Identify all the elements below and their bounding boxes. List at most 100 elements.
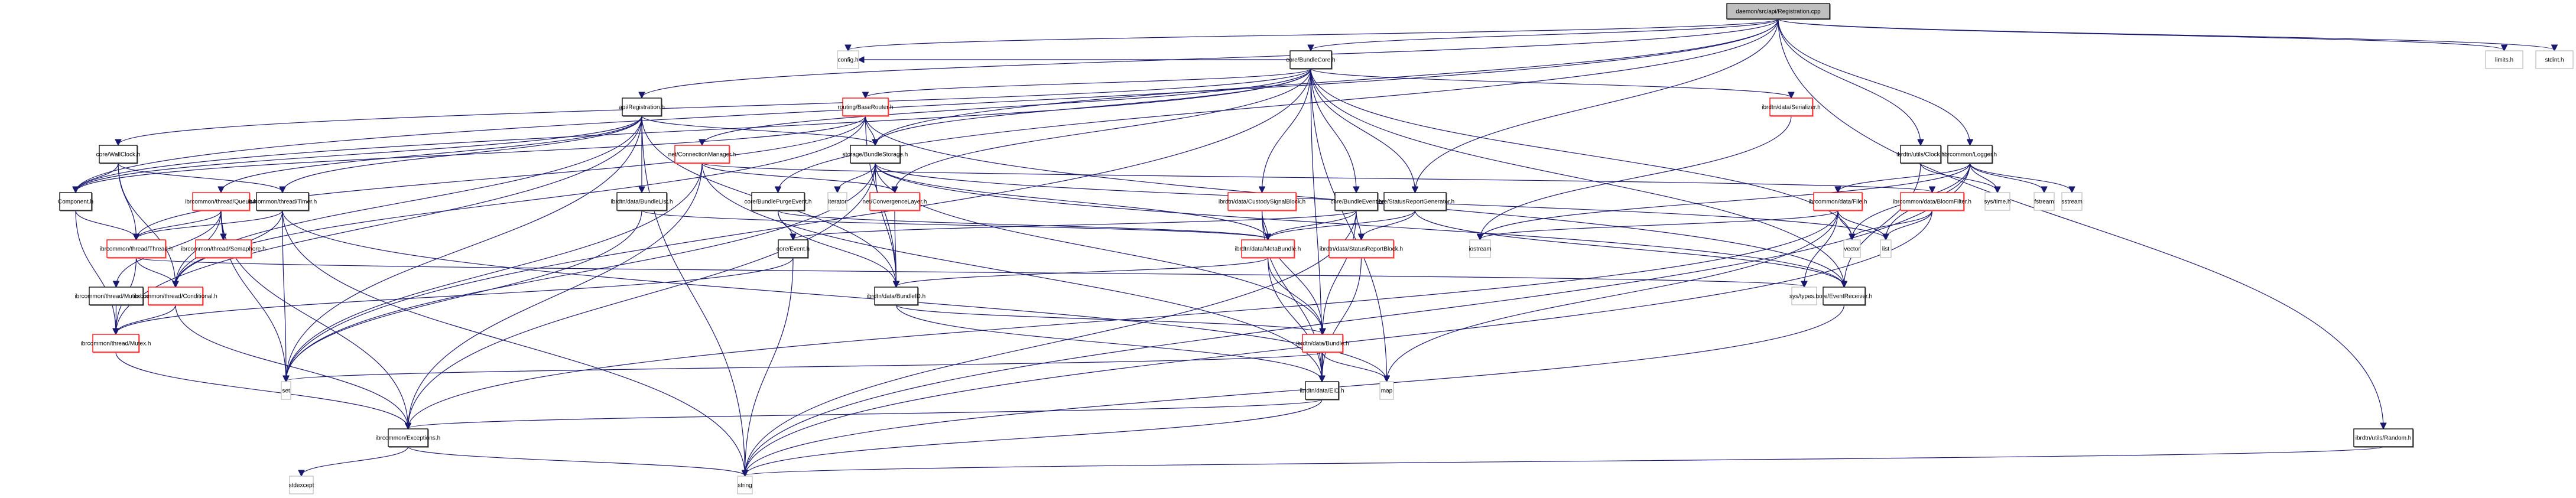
node-exceptions[interactable]: ibrcommon/Exceptions.h xyxy=(376,428,441,448)
node-box xyxy=(289,476,314,494)
edge-bundleevent-to-bundle xyxy=(1323,210,1357,334)
node-box xyxy=(1947,145,1993,164)
node-box xyxy=(869,192,920,211)
node-box xyxy=(99,145,138,164)
node-shadow xyxy=(675,146,730,164)
node-systypes: sys/types.h xyxy=(1789,287,1819,305)
node-bundleid[interactable]: ibrdtn/data/BundleID.h xyxy=(867,287,926,306)
node-conditional[interactable]: ibrcommon/thread/Conditional.h xyxy=(134,287,217,306)
node-thread[interactable]: ibrcommon/thread/Thread.h xyxy=(100,239,173,259)
node-box xyxy=(1813,192,1863,211)
edge-root-to-purgeevent xyxy=(778,18,1779,192)
node-label: ibrcommon/thread/Mutex.h xyxy=(81,341,151,347)
edge-bundle-to-map xyxy=(1322,351,1387,381)
node-custody[interactable]: ibrdtn/data/CustodySignalBlock.h xyxy=(1219,192,1305,211)
node-file[interactable]: ibrcommon/data/File.h xyxy=(1809,192,1867,211)
node-box xyxy=(1900,192,1964,211)
edge-bundlecore-to-bundlestorage xyxy=(875,68,1311,145)
node-root[interactable]: daemon/src/api/Registration.cpp xyxy=(1726,3,1831,20)
node-component[interactable]: Component.h xyxy=(58,192,93,211)
edge-root-to-component xyxy=(76,18,1779,192)
node-srgen[interactable]: core/StatusReportGenerator.h xyxy=(1376,192,1454,211)
node-semaphore[interactable]: ibrcommon/thread/Semaphore.h xyxy=(181,239,266,259)
node-bundlestorage[interactable]: storage/BundleStorage.h xyxy=(843,145,908,164)
edge-baserouter-to-thread xyxy=(137,115,866,239)
node-clock[interactable]: ibrdtn/utils/Clock.h xyxy=(1896,145,1945,164)
node-label: ibrcommon/Logger.h xyxy=(1943,152,1997,158)
node-metabundle[interactable]: ibrdtn/data/MetaBundle.h xyxy=(1235,239,1301,259)
node-box xyxy=(2485,50,2523,69)
edge-root-to-clock xyxy=(1778,18,1921,145)
node-label: iterator xyxy=(828,199,847,206)
node-label: string xyxy=(738,483,752,489)
edge-bundlecore-to-convlayer xyxy=(895,68,1311,192)
node-wallclock[interactable]: core/WallClock.h xyxy=(96,145,141,164)
edge-logger-to-sstream xyxy=(1969,162,2073,192)
node-bundlelist[interactable]: ibrdtn/data/BundleList.h xyxy=(610,192,673,211)
edge-connmgr-to-eid xyxy=(701,162,1322,381)
node-random[interactable]: ibrdtn/utils/Random.h xyxy=(2353,428,2414,448)
edge-apireg-to-string xyxy=(641,115,745,476)
edge-purgeevent-to-event xyxy=(777,210,794,239)
edge-bundleevent-to-metabundle xyxy=(1268,210,1357,239)
node-bundleevent[interactable]: core/BundleEvent.h xyxy=(1330,192,1382,211)
node-box xyxy=(1328,239,1394,258)
node-label: core/BundleEvent.h xyxy=(1330,199,1382,206)
node-connmgr[interactable]: net/ConnectionManager.h xyxy=(668,145,736,164)
node-bundlecore[interactable]: core/BundleCore.h xyxy=(1286,50,1336,70)
node-box xyxy=(2061,192,2083,211)
node-box xyxy=(1823,287,1866,305)
node-label: ibrdtn/data/BundleID.h xyxy=(867,294,926,300)
edge-layer xyxy=(76,18,2555,476)
node-label: storage/BundleStorage.h xyxy=(843,152,908,158)
node-shadow xyxy=(1242,240,1295,259)
node-apireg[interactable]: api/Registration.h xyxy=(619,97,665,117)
node-timer[interactable]: ibrcommon/thread/Timer.h xyxy=(248,192,317,211)
edge-srgen-to-srblock xyxy=(1362,210,1416,239)
node-srblock[interactable]: ibrdtn/data/StatusReportBlock.h xyxy=(1320,239,1403,259)
node-label: sstream xyxy=(2061,199,2083,206)
node-serializer[interactable]: ibrdtn/data/Serializer.h xyxy=(1762,97,1821,117)
node-eventreceiver[interactable]: core/EventReceiver.h xyxy=(1816,287,1872,306)
node-mutexlock[interactable]: ibrcommon/thread/MutexLock.h xyxy=(74,287,158,306)
node-label: ibrcommon/Exceptions.h xyxy=(376,435,441,442)
node-bloom[interactable]: ibrcommon/data/BloomFilter.h xyxy=(1893,192,1971,211)
node-label: ibrcommon/thread/MutexLock.h xyxy=(74,294,157,300)
node-label: sys/time.h xyxy=(1984,199,2010,206)
edge-srblock-to-eid xyxy=(1322,257,1362,381)
node-mutex[interactable]: ibrcommon/thread/Mutex.h xyxy=(81,334,151,353)
edge-wallclock-to-timer xyxy=(118,162,282,192)
node-baserouter[interactable]: routing/BaseRouter.h xyxy=(838,97,894,117)
node-shadow xyxy=(90,288,144,306)
edge-queue-to-mutexlock xyxy=(116,210,222,287)
node-shadow xyxy=(1901,146,1942,164)
node-shadow xyxy=(1814,193,1863,211)
edge-file-to-map xyxy=(1387,210,1838,381)
node-purgeevent[interactable]: core/BundlePurgeEvent.h xyxy=(745,192,812,211)
node-box xyxy=(1791,287,1817,305)
node-label: ibrcommon/thread/Queue.h xyxy=(185,199,257,206)
edge-bundlestorage-to-eventreceiver xyxy=(875,162,1844,287)
edge-thread-to-systypes xyxy=(135,257,1805,287)
node-label: ibrcommon/thread/Conditional.h xyxy=(134,294,217,300)
node-convlayer[interactable]: net/ConvergenceLayer.h xyxy=(863,192,927,211)
edge-bundle-to-set xyxy=(286,351,1323,381)
edge-bundlecore-to-bundleevent xyxy=(1310,68,1356,192)
node-iostream: iostream xyxy=(1469,239,1492,258)
node-logger[interactable]: ibrcommon/Logger.h xyxy=(1943,145,1997,164)
edge-event-to-mutex xyxy=(116,257,794,334)
node-queue[interactable]: ibrcommon/thread/Queue.h xyxy=(185,192,257,211)
edge-baserouter-to-component xyxy=(76,115,866,192)
node-box xyxy=(1227,192,1297,211)
node-event[interactable]: core/Event.h xyxy=(777,239,810,259)
node-box xyxy=(737,476,753,494)
edge-mutex-to-exceptions xyxy=(115,351,408,428)
edge-bundleid-to-bundle xyxy=(895,304,1323,334)
node-bundle[interactable]: ibrdtn/data/Bundle.h xyxy=(1296,334,1349,353)
node-shadow xyxy=(1824,288,1866,306)
node-box xyxy=(874,287,918,305)
node-sstream: sstream xyxy=(2061,192,2083,211)
node-box xyxy=(256,192,309,211)
node-label: sys/types.h xyxy=(1789,294,1819,300)
node-eid[interactable]: ibrdtn/data/EID.h xyxy=(1300,381,1344,401)
